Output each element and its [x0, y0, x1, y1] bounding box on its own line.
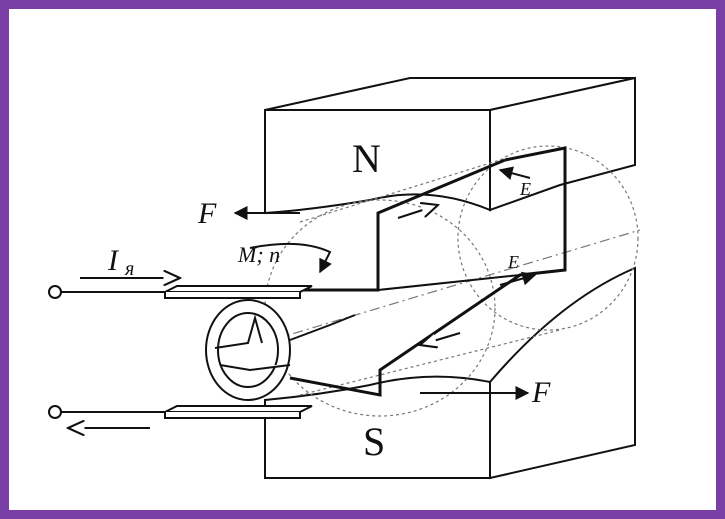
emf-top-label: E — [519, 179, 531, 199]
force-bottom-label: F — [531, 376, 551, 409]
south-pole-block — [264, 266, 636, 480]
south-pole-label: S — [363, 419, 385, 464]
rotation-arrow — [249, 242, 332, 274]
emf-top-arrow — [498, 166, 531, 181]
north-pole-block — [264, 76, 636, 215]
force-top-label: F — [197, 197, 217, 230]
current-subscript: я — [124, 258, 134, 280]
terminals — [48, 285, 165, 419]
emf-bottom-arrow — [499, 271, 537, 286]
current-label: I — [107, 244, 120, 277]
commutator — [205, 299, 356, 401]
armature-coil — [289, 146, 567, 397]
emf-bottom-label: E — [507, 252, 519, 272]
torque-speed-label: M; n — [237, 242, 280, 267]
north-pole-label: N — [352, 136, 381, 181]
coil-current-top-arrow — [397, 205, 438, 219]
brushes — [164, 285, 313, 419]
arrows — [68, 166, 537, 428]
coil-current-bottom-arrow — [420, 332, 461, 345]
